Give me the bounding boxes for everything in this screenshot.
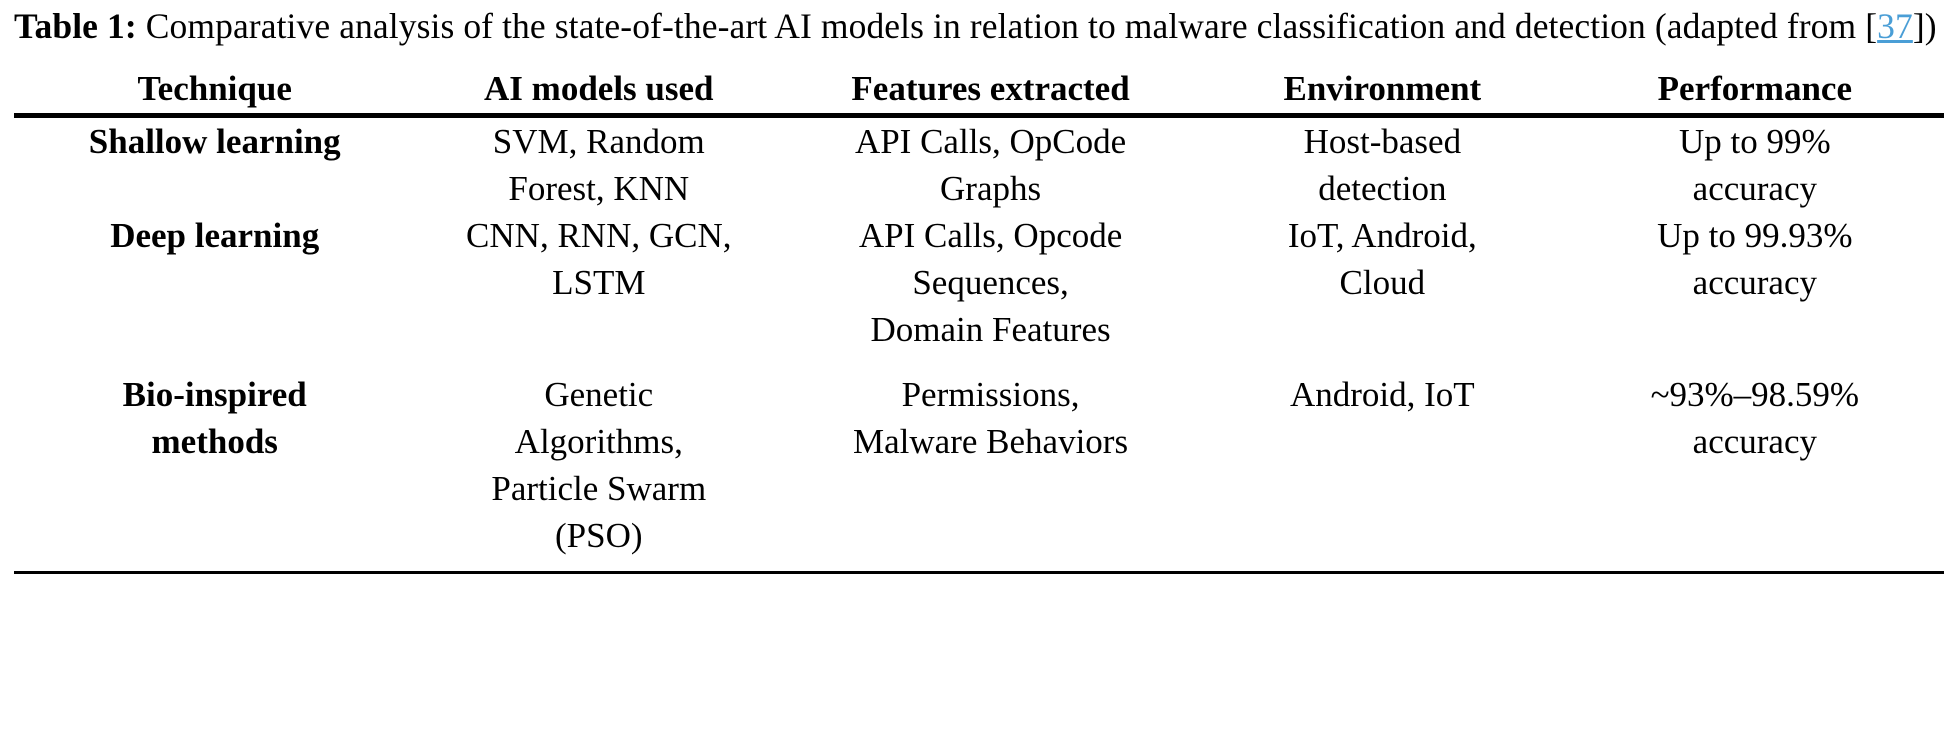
table-rule-top xyxy=(14,113,1944,117)
table-caption-text: Comparative analysis of the state-of-the… xyxy=(136,6,1866,46)
cell-line: SVM, Random xyxy=(492,122,705,161)
cell-line: accuracy xyxy=(1692,169,1818,208)
comparative-analysis-table: Technique AI models used Features extrac… xyxy=(14,65,1944,575)
table-rule-bottom xyxy=(14,571,1944,575)
cell-line: Forest, KNN xyxy=(508,169,690,208)
cell-line: Up to 99% xyxy=(1679,122,1831,161)
citation-bracket-close: ] xyxy=(1912,6,1925,46)
column-header-environment: Environment xyxy=(1283,69,1482,108)
cell-line: Deep learning xyxy=(110,216,320,255)
cell-line: Algorithms, xyxy=(514,422,683,461)
cell-environment: IoT, Android, Cloud xyxy=(1199,212,1566,353)
column-header-technique: Technique xyxy=(137,69,292,108)
cell-line: LSTM xyxy=(552,263,646,302)
cell-models: Genetic Algorithms, Particle Swarm (PSO) xyxy=(415,371,782,559)
cell-line: IoT, Android, xyxy=(1287,216,1477,255)
cell-line: Graphs xyxy=(940,169,1042,208)
cell-performance: Up to 99.93% accuracy xyxy=(1566,212,1944,353)
cell-line: CNN, RNN, GCN, xyxy=(466,216,732,255)
table-caption: Table 1: Comparative analysis of the sta… xyxy=(14,0,1944,48)
cell-environment: Android, IoT xyxy=(1199,371,1566,559)
citation-bracket-open: [ xyxy=(1865,6,1878,46)
cell-line: methods xyxy=(151,422,278,461)
column-header-performance: Performance xyxy=(1657,69,1853,108)
cell-line: Permissions, xyxy=(901,375,1080,414)
cell-line: accuracy xyxy=(1692,422,1818,461)
cell-line: Shallow learning xyxy=(88,122,341,161)
table-row: Deep learning CNN, RNN, GCN, LSTM API Ca… xyxy=(14,212,1944,353)
row-spacer xyxy=(14,353,1944,371)
cell-technique: Deep learning xyxy=(14,212,415,353)
table-row: Bio-inspired methods Genetic Algorithms,… xyxy=(14,371,1944,559)
cell-line: accuracy xyxy=(1692,263,1818,302)
cell-line: ~93%–98.59% xyxy=(1650,375,1860,414)
cell-features: API Calls, OpCode Graphs xyxy=(782,118,1199,212)
cell-line: API Calls, OpCode xyxy=(854,122,1127,161)
cell-features: Permissions, Malware Behaviors xyxy=(782,371,1199,559)
cell-line: Domain Features xyxy=(870,310,1111,349)
cell-line: Up to 99.93% xyxy=(1657,216,1853,255)
cell-environment: Host-based detection xyxy=(1199,118,1566,212)
cell-line: detection xyxy=(1318,169,1447,208)
table-container: Technique AI models used Features extrac… xyxy=(14,65,1944,575)
table-caption-tail: ) xyxy=(1924,6,1937,46)
table-row: Shallow learning SVM, Random Forest, KNN… xyxy=(14,118,1944,212)
cell-line: (PSO) xyxy=(555,516,643,555)
cell-line: Bio-inspired xyxy=(122,375,307,414)
cell-performance: ~93%–98.59% accuracy xyxy=(1566,371,1944,559)
cell-models: SVM, Random Forest, KNN xyxy=(415,118,782,212)
cell-line: Malware Behaviors xyxy=(853,422,1129,461)
cell-line: Android, IoT xyxy=(1289,375,1475,414)
row-spacer-bottom xyxy=(14,559,1944,573)
cell-line: Sequences, xyxy=(912,263,1069,302)
table-header-row: Technique AI models used Features extrac… xyxy=(14,65,1944,115)
cell-performance: Up to 99% accuracy xyxy=(1566,118,1944,212)
column-header-features: Features extracted xyxy=(851,69,1130,108)
citation-link-37[interactable]: 37 xyxy=(1877,6,1913,46)
cell-line: API Calls, Opcode xyxy=(858,216,1123,255)
cell-features: API Calls, Opcode Sequences, Domain Feat… xyxy=(782,212,1199,353)
cell-line: Host-based xyxy=(1303,122,1462,161)
cell-models: CNN, RNN, GCN, LSTM xyxy=(415,212,782,353)
cell-technique: Shallow learning xyxy=(14,118,415,212)
table-caption-label: Table 1: xyxy=(14,6,137,46)
cell-line: Cloud xyxy=(1339,263,1426,302)
cell-technique: Bio-inspired methods xyxy=(14,371,415,559)
cell-line: Genetic xyxy=(544,375,654,414)
column-header-models: AI models used xyxy=(484,69,714,108)
cell-line: Particle Swarm xyxy=(491,469,707,508)
